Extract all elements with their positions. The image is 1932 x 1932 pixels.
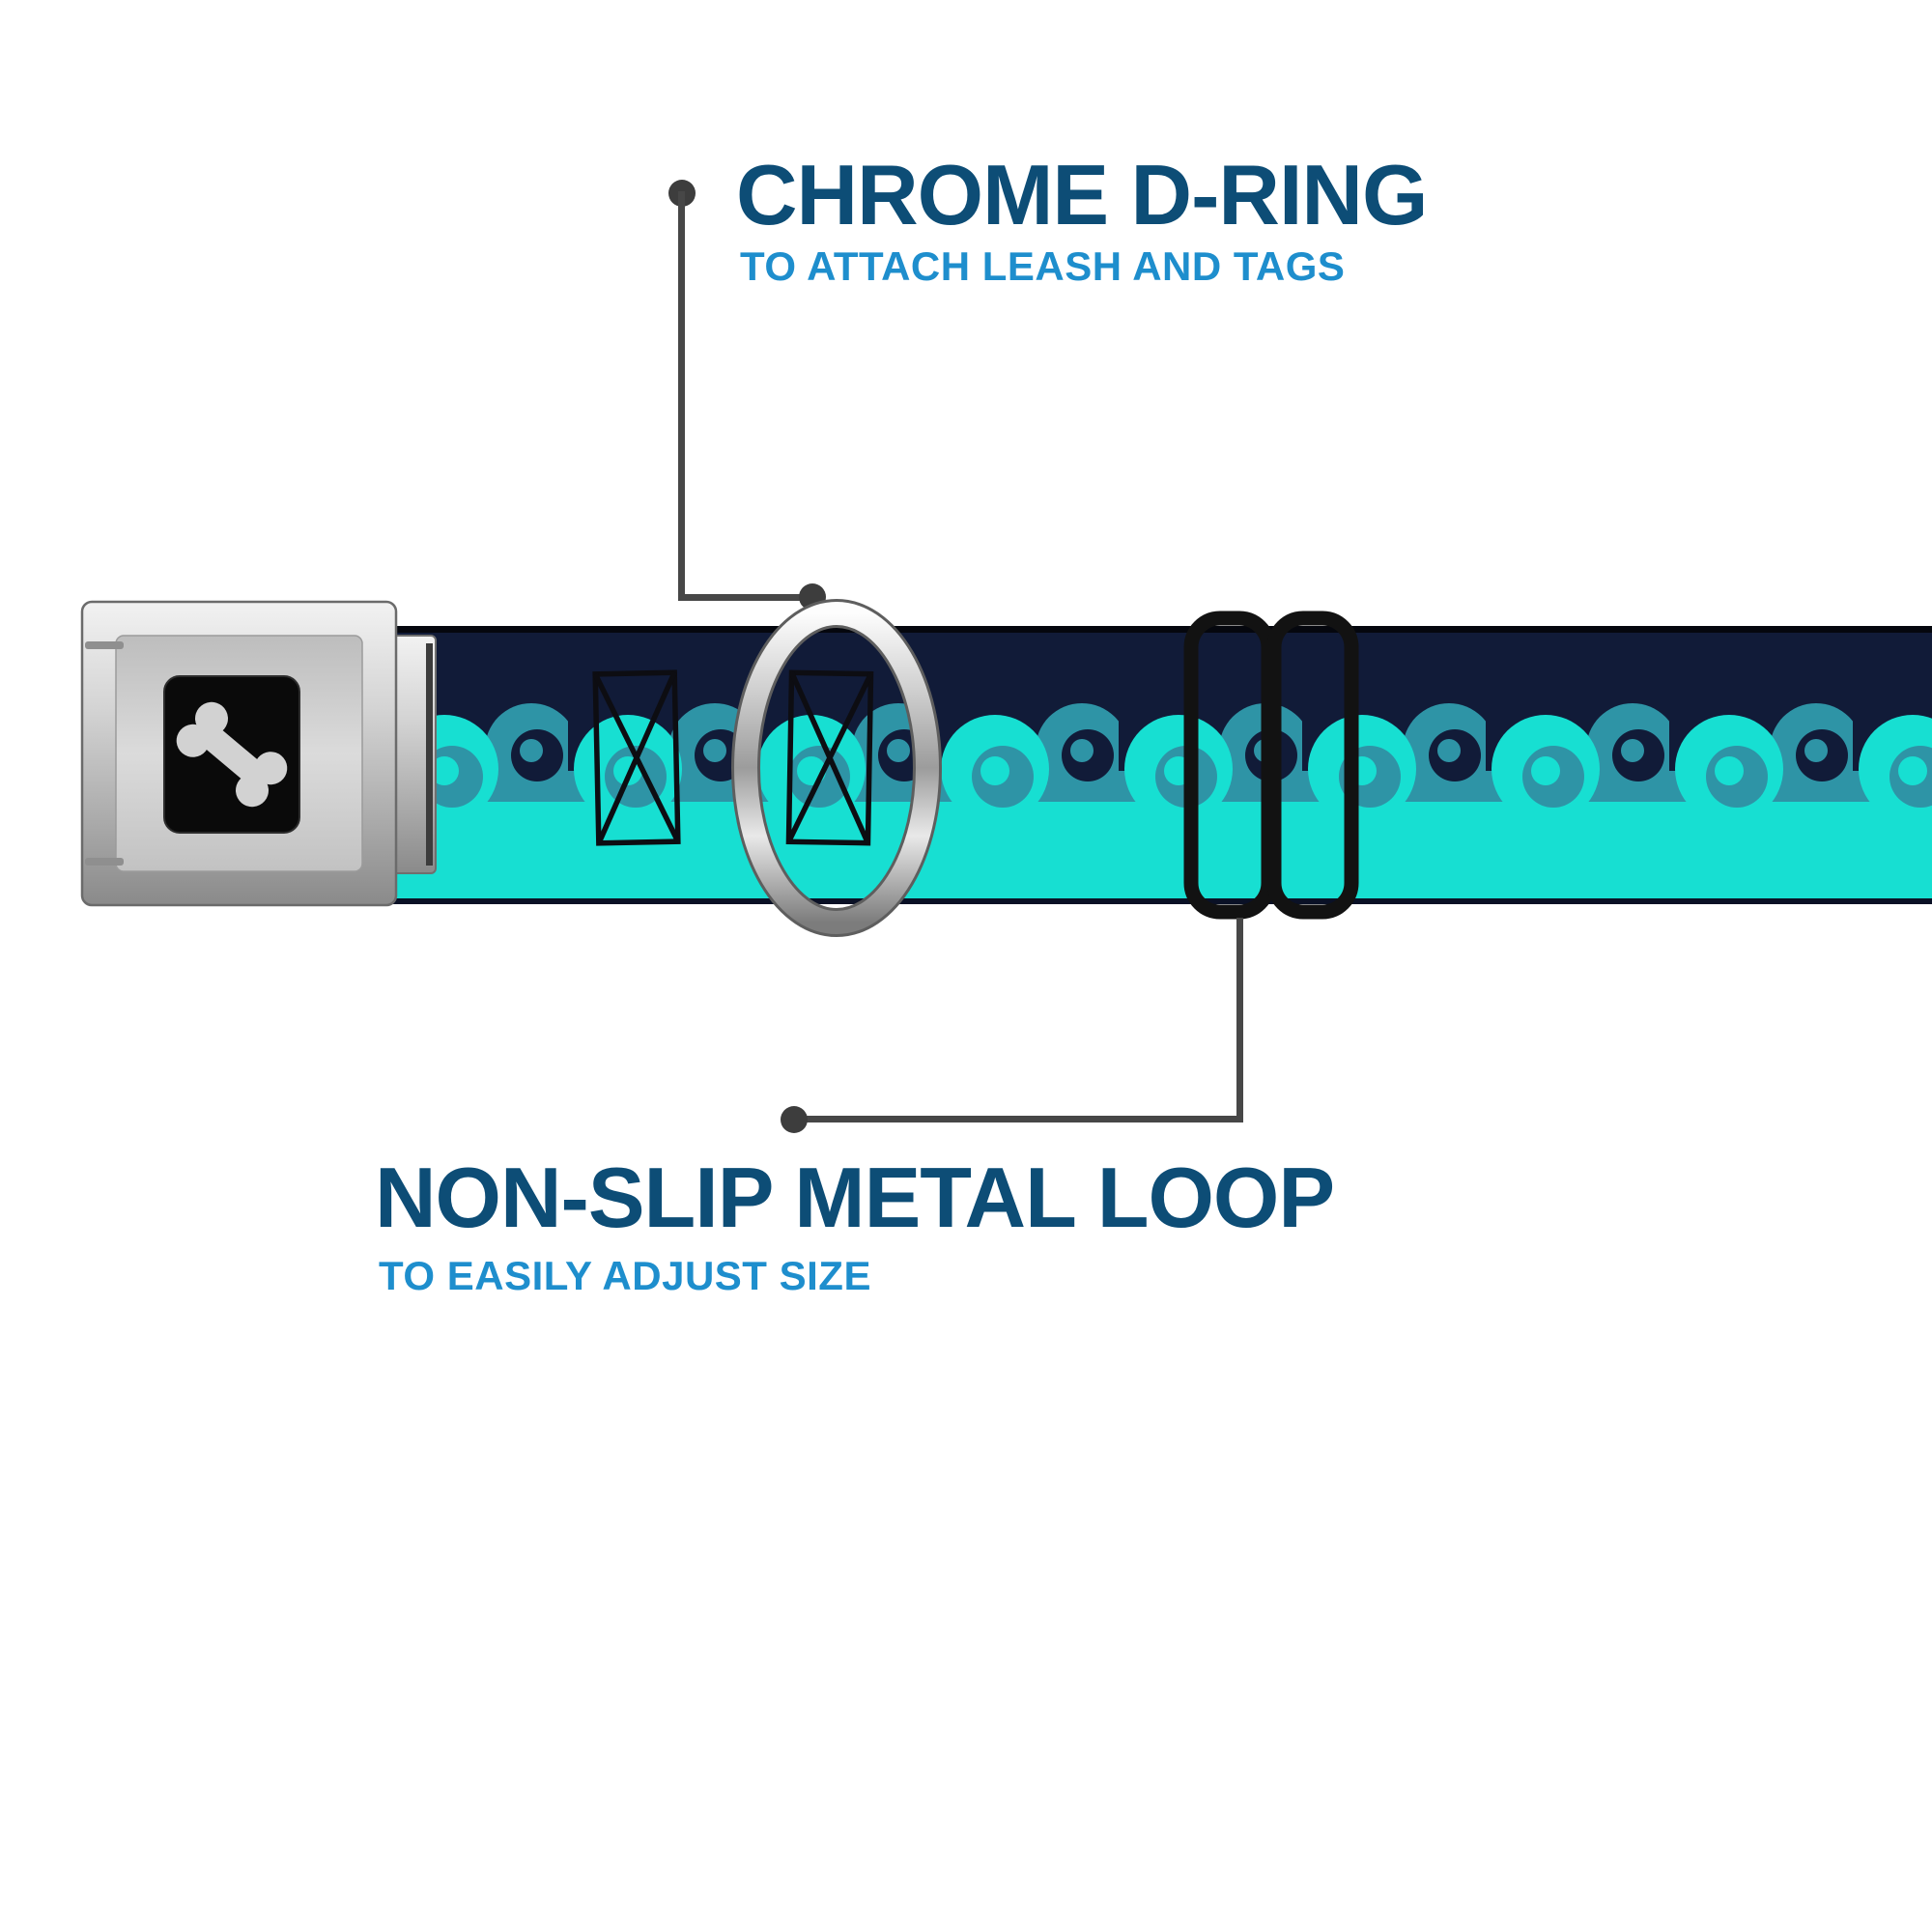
connector-line-top-vertical [678,191,685,601]
stitch-box-left [592,669,681,846]
metal-slider-loop [1183,611,1359,920]
chrome-d-ring [731,599,942,937]
d-ring-callout-title: CHROME D-RING [736,147,1428,242]
seatbelt-buckle [80,600,437,907]
strap-bottom-edge [384,898,1932,904]
buckle-hinge-bottom [85,858,124,866]
d-ring-callout-subtitle: TO ATTACH LEASH AND TAGS [740,243,1346,289]
metal-loop-callout-subtitle: TO EASILY ADJUST SIZE [379,1253,871,1298]
connector-dot-bottom-text [781,1106,808,1133]
collar-illustration [80,599,1932,937]
dog-bone-icon [176,701,288,808]
strap-wave-pattern [384,626,1932,904]
stitch-box-right [785,669,874,846]
connector-line-bottom-horizontal [796,1116,1242,1122]
strap-top-edge [384,626,1932,633]
metal-loop-callout-title: NON-SLIP METAL LOOP [375,1150,1335,1245]
buckle-strap-slot [426,643,433,866]
buckle-hinge-top [85,641,124,649]
collar-strap [384,626,1932,904]
connector-line-top-horizontal [681,594,816,601]
connector-line-bottom-vertical [1236,918,1243,1122]
